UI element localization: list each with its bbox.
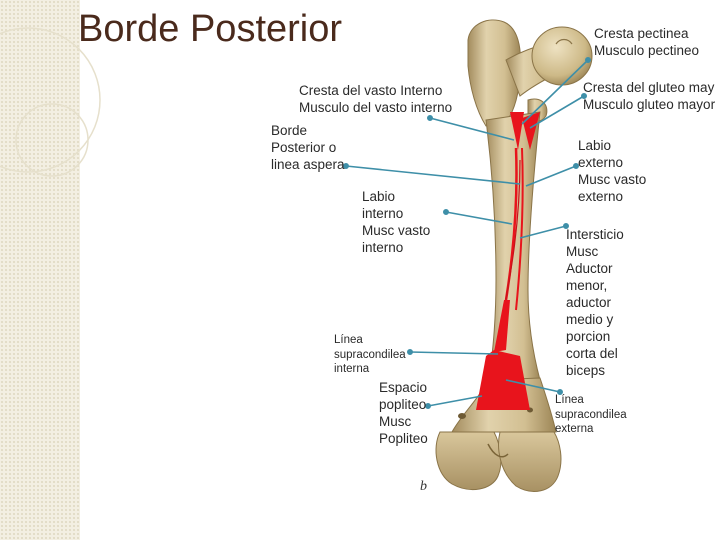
muscle-attachments-highlight — [476, 112, 540, 410]
lateral-condyle — [498, 431, 562, 492]
slide-title: Borde Posterior — [78, 8, 343, 50]
label-labio-externo: Labio externo Musc vasto externo — [578, 138, 647, 204]
label-borde-posterior: Borde Posterior o linea aspera — [271, 123, 345, 172]
label-cresta-vasto-interno: Cresta del vasto Interno Musculo del vas… — [299, 83, 453, 115]
label-espacio-popliteo: Espacio popliteo Musc Popliteo — [379, 380, 428, 446]
label-labio-interno: Labio interno Musc vasto interno — [362, 189, 431, 255]
label-intersticio: Intersticio Musc Aductor menor, aductor … — [566, 227, 624, 378]
decorative-circles — [0, 27, 101, 177]
label-linea-supracondilea-interna: Línea supracondilea interna — [334, 334, 406, 375]
label-cresta-gluteo: Cresta del gluteo may Musculo gluteo may… — [583, 80, 716, 112]
figure-letter: b — [420, 479, 427, 494]
label-linea-supracondilea-externa: Línea supracondilea externa — [555, 394, 627, 435]
label-cresta-pectinea: Cresta pectinea Musculo pectineo — [594, 26, 700, 58]
side-decorative-pattern — [0, 0, 80, 540]
